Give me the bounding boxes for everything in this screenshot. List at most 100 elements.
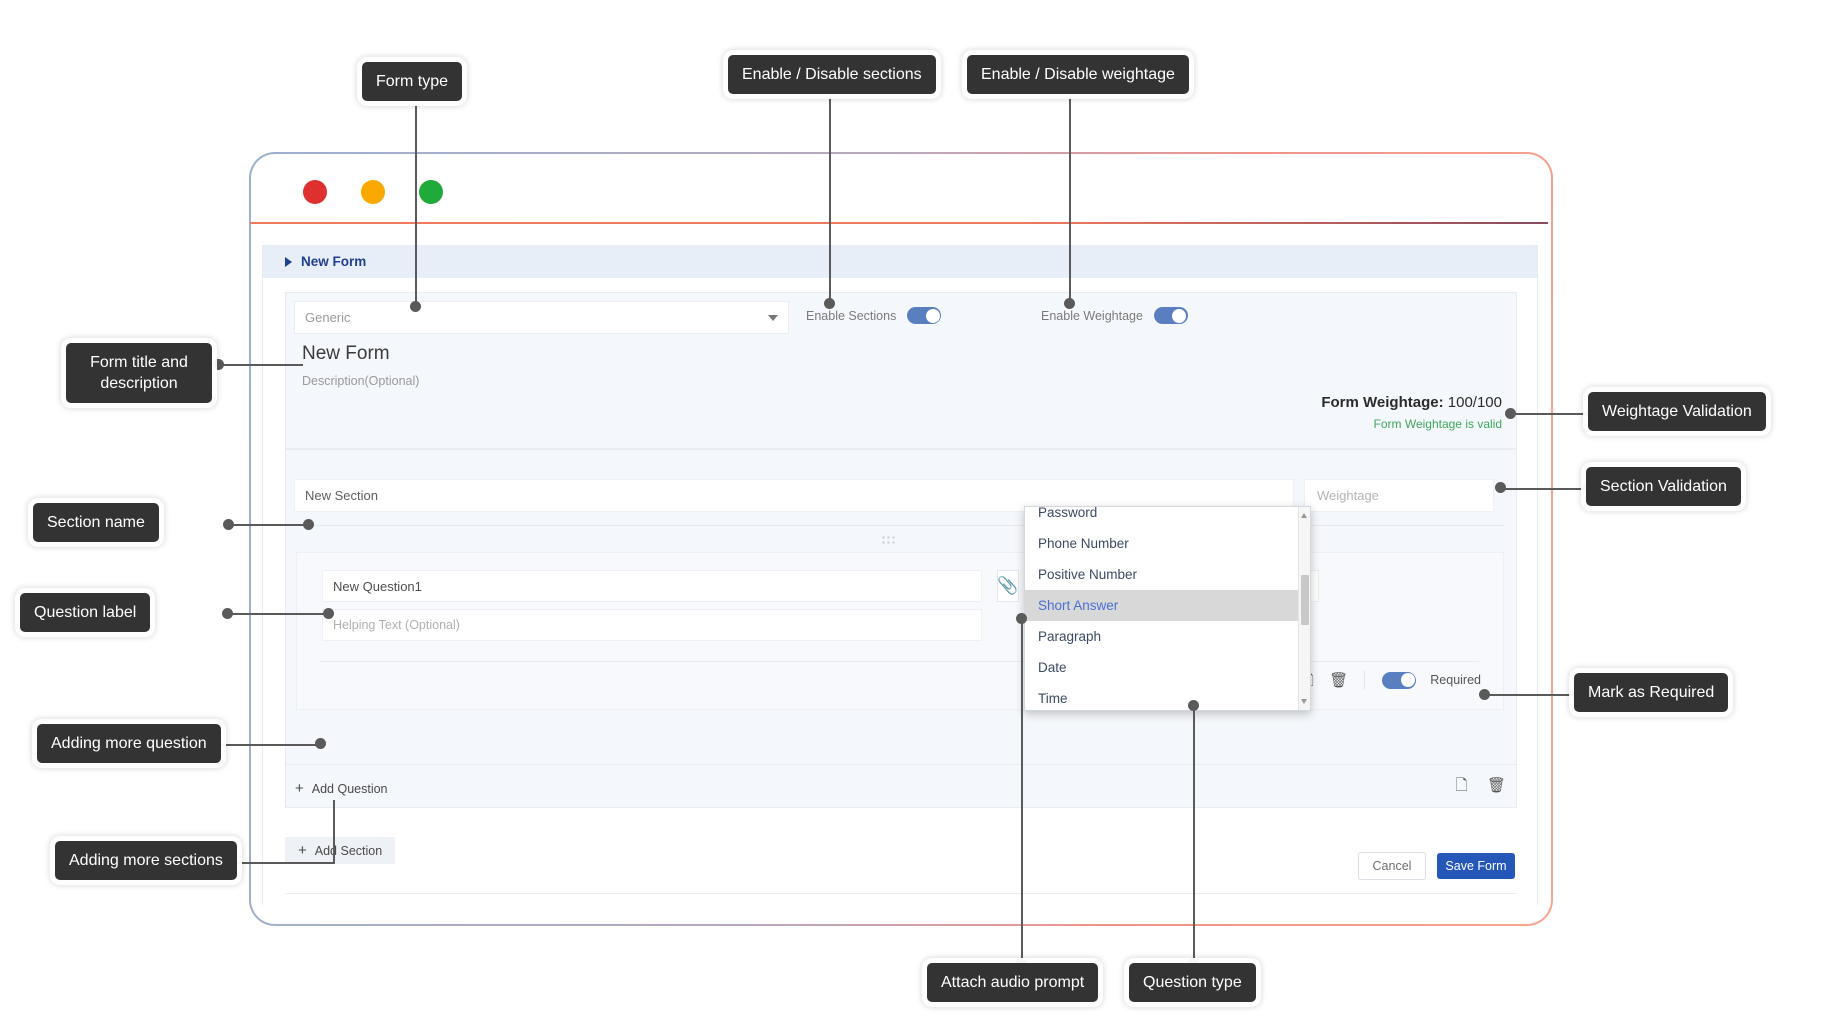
dropdown-scrollbar[interactable] — [1298, 507, 1310, 710]
scrollbar-thumb[interactable] — [1300, 575, 1309, 625]
leader-question-label — [228, 613, 328, 615]
section-panel: New Section Weightage New Question1 📎 He… — [285, 449, 1517, 765]
callout-mark-as-required: Mark as Required — [1574, 673, 1729, 712]
leader-dot — [1495, 482, 1506, 493]
leader-add-section-v — [333, 800, 335, 863]
leader-dot — [213, 359, 224, 370]
leader-dot — [323, 608, 334, 619]
leader-add-section-h — [235, 862, 335, 864]
scroll-down-arrow-icon[interactable] — [1301, 699, 1307, 704]
callout-adding-more-sections: Adding more sections — [55, 841, 237, 880]
traffic-light-close[interactable] — [303, 180, 327, 204]
leader-attach-audio — [1021, 619, 1023, 964]
enable-weightage-toggle[interactable] — [1153, 307, 1188, 324]
leader-section-name — [230, 524, 310, 526]
leader-section-validation — [1501, 488, 1591, 490]
form-type-value: Generic — [305, 310, 351, 325]
enable-weightage-group: Enable Weightage — [1041, 307, 1188, 324]
question-card: New Question1 📎 Helping Text (Optional) … — [296, 552, 1504, 710]
callout-question-type: Question type — [1129, 963, 1256, 1002]
dropdown-option[interactable]: Positive Number — [1038, 567, 1138, 582]
question-footer-divider — [319, 661, 1479, 662]
leader-dot — [1479, 689, 1490, 700]
chevron-down-icon[interactable] — [768, 314, 778, 321]
form-weightage-status: Form Weightage is valid — [1373, 417, 1503, 431]
section-trash-icon[interactable]: 🗑 — [1486, 777, 1507, 794]
plus-icon: + — [298, 842, 307, 859]
form-header-panel: Generic New Form Description(Optional) E… — [285, 292, 1517, 449]
callout-section-validation: Section Validation — [1586, 467, 1741, 506]
callout-enable-weightage: Enable / Disable weightage — [967, 55, 1189, 94]
leader-dot — [824, 298, 835, 309]
callout-question-label: Question label — [20, 593, 151, 632]
add-section-button[interactable]: + Add Section — [285, 837, 396, 864]
leader-dot — [1505, 408, 1516, 419]
breadcrumb-label: New Form — [301, 254, 367, 269]
leader-dot — [410, 301, 421, 312]
leader-enable-weightage — [1069, 97, 1071, 305]
leader-enable-sections — [829, 97, 831, 305]
drag-handle-icon[interactable] — [881, 535, 895, 544]
form-weightage-label: Form Weightage: — [1321, 394, 1444, 411]
enable-weightage-label: Enable Weightage — [1041, 308, 1143, 323]
form-title-input[interactable]: New Form — [302, 343, 390, 364]
callout-enable-sections: Enable / Disable sections — [728, 55, 936, 94]
form-type-select[interactable]: Generic — [294, 301, 789, 334]
form-weightage-summary: Form Weightage: 100/100 Form Weightage i… — [1321, 394, 1502, 431]
section-actions: 🗋 🗑 — [1453, 777, 1507, 794]
traffic-light-minimize[interactable] — [361, 180, 385, 204]
section-weightage-input[interactable]: Weightage — [1304, 479, 1494, 512]
add-section-label: Add Section — [314, 843, 383, 858]
enable-sections-group: Enable Sections — [806, 307, 942, 324]
question-actions: 🗋 🗑 Required — [1299, 671, 1481, 689]
callout-attach-audio-prompt: Attach audio prompt — [927, 963, 1099, 1002]
callout-form-title-description: Form title and description — [66, 343, 212, 403]
enable-sections-toggle[interactable] — [907, 307, 942, 324]
add-question-strip — [285, 765, 1517, 808]
add-question-label: Add Question — [311, 781, 388, 796]
dropdown-option[interactable]: Short Answer — [1025, 590, 1310, 621]
leader-dot — [303, 519, 314, 530]
form-description-input[interactable]: Description(Optional) — [302, 374, 420, 388]
form-builder-app: New Form Generic New Form Description(Op… — [262, 245, 1538, 905]
form-footer-buttons: Cancel Save Form — [1358, 852, 1515, 880]
question-label-input[interactable]: New Question1 — [322, 570, 982, 602]
question-helping-text-input[interactable]: Helping Text (Optional) — [322, 609, 982, 641]
cancel-button[interactable]: Cancel — [1358, 852, 1426, 880]
paperclip-icon[interactable]: 📎 — [997, 570, 1019, 602]
leader-add-question — [216, 744, 321, 746]
leader-dot — [315, 738, 326, 749]
dropdown-option[interactable]: Password — [1038, 506, 1098, 520]
trash-icon[interactable]: 🗑 — [1329, 671, 1349, 689]
save-form-button[interactable]: Save Form — [1437, 853, 1515, 879]
dropdown-option[interactable]: Time — [1038, 691, 1068, 706]
leader-dot — [1188, 700, 1199, 711]
dropdown-option[interactable]: Date — [1038, 660, 1067, 675]
leader-dot — [222, 608, 233, 619]
dropdown-option[interactable]: Phone Number — [1038, 536, 1129, 551]
traffic-light-maximize[interactable] — [419, 180, 443, 204]
leader-dot — [1016, 613, 1027, 624]
leader-mark-required — [1485, 694, 1580, 696]
add-question-button[interactable]: + Add Question — [295, 781, 388, 796]
form-weightage-value: 100/100 — [1447, 394, 1502, 411]
leader-weightage-validation — [1511, 413, 1596, 415]
plus-icon: + — [295, 780, 304, 797]
callout-weightage-validation: Weightage Validation — [1588, 392, 1766, 431]
required-toggle[interactable] — [1382, 671, 1417, 689]
leader-form-title — [215, 364, 303, 366]
footer-divider — [285, 893, 1517, 894]
leader-form-type — [415, 104, 417, 308]
required-label: Required — [1430, 673, 1481, 687]
breadcrumb[interactable]: New Form — [263, 245, 1537, 278]
expand-triangle-icon[interactable] — [285, 256, 292, 267]
section-divider — [296, 525, 1504, 526]
section-copy-icon[interactable]: 🗋 — [1455, 777, 1468, 794]
callout-section-name: Section name — [33, 503, 159, 542]
callout-adding-more-question: Adding more question — [37, 724, 221, 763]
dropdown-option[interactable]: Paragraph — [1038, 629, 1102, 644]
scroll-up-arrow-icon[interactable] — [1301, 513, 1307, 518]
action-divider — [1364, 671, 1366, 689]
